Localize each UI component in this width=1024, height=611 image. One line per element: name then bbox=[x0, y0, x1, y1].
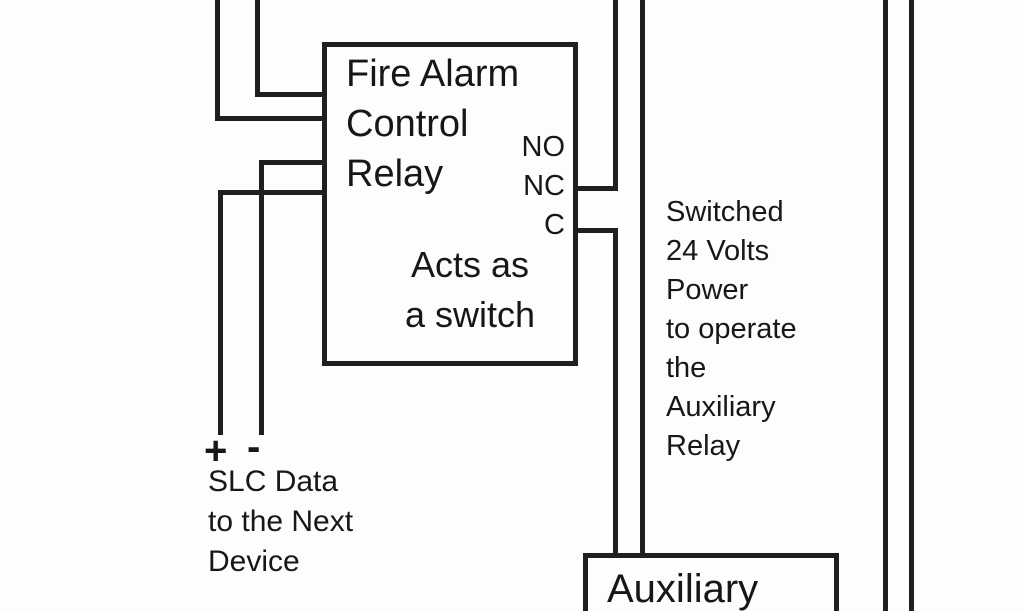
wire-c-terminal-horizontal bbox=[575, 228, 618, 233]
wire-slc-minus-vertical bbox=[259, 160, 264, 435]
facp-title-line: Fire Alarm bbox=[346, 53, 520, 95]
auxiliary-relay-box bbox=[583, 553, 839, 611]
wire-input-inner-horizontal bbox=[255, 92, 325, 97]
annotation-line: Auxiliary bbox=[666, 391, 776, 423]
wire-input-outer-vertical bbox=[215, 0, 220, 121]
facp-title-line: Control bbox=[346, 103, 469, 145]
wire-right-bus-2-vertical bbox=[909, 0, 914, 611]
fire-alarm-control-relay-box bbox=[322, 42, 578, 366]
annotation-line: the bbox=[666, 352, 707, 384]
relay-terminal-labels: NO NC C bbox=[522, 128, 566, 245]
annotation-line: Relay bbox=[666, 430, 741, 462]
auxiliary-box-label: Auxiliary bbox=[607, 567, 759, 611]
acts-as-switch-note: Acts as a switch bbox=[380, 240, 560, 340]
wire-slc-plus-vertical bbox=[218, 190, 223, 435]
wire-slc-minus-horizontal bbox=[259, 160, 325, 165]
annotation-line: to the Next bbox=[208, 505, 354, 538]
note-line: Acts as bbox=[410, 244, 530, 285]
wire-nc-to-top-vertical bbox=[613, 0, 618, 191]
wire-slc-plus-horizontal bbox=[218, 190, 325, 195]
annotation-line: Switched bbox=[666, 196, 784, 228]
annotation-line: SLC Data bbox=[208, 465, 339, 498]
terminal-label-c: C bbox=[544, 209, 565, 241]
slc-minus-polarity-mark: - bbox=[247, 425, 261, 469]
wire-input-outer-horizontal bbox=[215, 116, 325, 121]
switched-24v-annotation: Switched 24 Volts Power to operate the A… bbox=[666, 193, 797, 466]
slc-data-annotation: SLC Data to the Next Device bbox=[208, 462, 353, 582]
facp-box-title: Fire Alarm Control Relay bbox=[346, 49, 519, 199]
annotation-line: Power bbox=[666, 274, 749, 306]
terminal-label-nc: NC bbox=[523, 170, 565, 202]
annotation-line: 24 Volts bbox=[666, 235, 770, 267]
annotation-line: Device bbox=[208, 545, 300, 578]
note-line: a switch bbox=[404, 294, 536, 335]
annotation-line: to operate bbox=[666, 313, 797, 345]
slc-plus-polarity-mark: + bbox=[204, 429, 228, 473]
facp-title-line: Relay bbox=[346, 153, 444, 195]
terminal-label-no: NO bbox=[521, 131, 566, 163]
wire-supply-to-aux-vertical bbox=[640, 0, 645, 558]
wire-c-to-aux-vertical bbox=[613, 228, 618, 558]
wire-nc-terminal-horizontal bbox=[575, 186, 618, 191]
wire-input-inner-vertical bbox=[255, 0, 260, 97]
wire-right-bus-1-vertical bbox=[883, 0, 888, 611]
